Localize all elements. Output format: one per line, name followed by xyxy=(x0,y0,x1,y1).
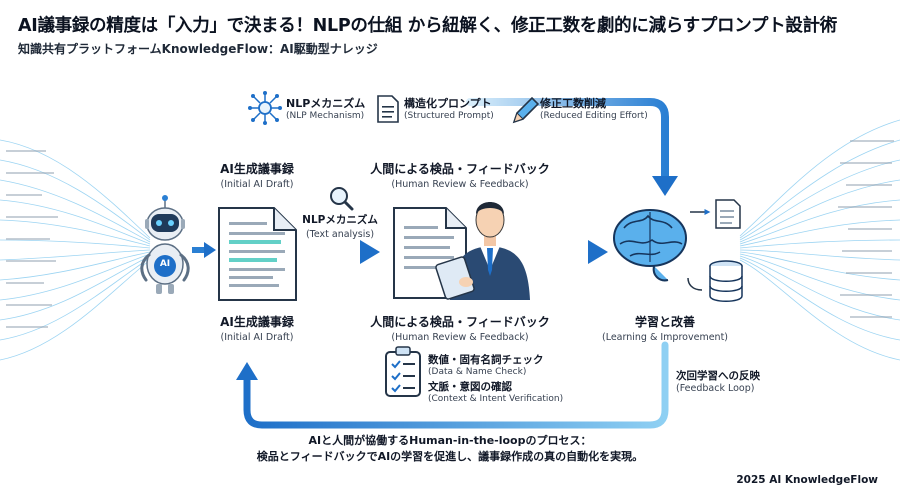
checklist-item: 数値・固有名詞チェック (Data & Name Check) xyxy=(428,352,563,377)
robot-icon xyxy=(140,195,190,294)
label-feedback-loop: 次回学習への反映 (Feedback Loop) xyxy=(676,368,760,394)
document-icon xyxy=(377,95,399,123)
label-en: (Text analysis) xyxy=(305,229,375,240)
checklist: 数値・固有名詞チェック (Data & Name Check) 文脈・意図の確認… xyxy=(428,352,563,404)
database-icon xyxy=(687,260,743,302)
legend-label-en: (NLP Mechanism) xyxy=(286,111,365,121)
footer-line-2: 検品とフィードバックでAIの学習を促進し、議事録作成の真の自動化を実現。 xyxy=(256,450,644,463)
magnifier-icon xyxy=(330,187,354,211)
checklist-label-en: (Context & Intent Verification) xyxy=(428,394,564,404)
footer-caption: AIと人間が協働するHuman-in-the-loopのプロセス： 検品とフィー… xyxy=(0,433,900,465)
brain-icon xyxy=(613,209,687,282)
feedback-loop-arrow xyxy=(243,341,669,429)
copyright: 2025 AI KnowledgeFlow xyxy=(736,474,878,486)
label-jp: 人間による検品・フィードバック xyxy=(370,162,550,176)
robot-ai-badge: AI xyxy=(159,259,171,269)
footer-line-1: AIと人間が協働するHuman-in-the-loopのプロセス： xyxy=(308,434,592,447)
output-document-icon xyxy=(690,199,741,229)
legend-reduced-editing: 修正工数削減 (Reduced Editing Effort) xyxy=(540,95,648,121)
right-text-noise xyxy=(838,140,894,318)
checklist-item: 文脈・意図の確認 (Context & Intent Verification) xyxy=(428,379,563,404)
label-jp: AI生成議事録 xyxy=(220,315,294,329)
label-review-top: 人間による検品・フィードバック (Human Review & Feedback… xyxy=(360,160,560,190)
legend-label-jp: 構造化プロンプト xyxy=(404,97,492,110)
checklist-label-jp: 数値・固有名詞チェック xyxy=(428,354,544,366)
ai-draft-document-icon xyxy=(218,207,297,301)
legend-label-jp: NLPメカニズム xyxy=(286,97,366,110)
page-title: AI議事録の精度は「入力」で決まる！NLPの仕組 から紐解く、修正工数を劇的に減… xyxy=(18,16,837,36)
label-en: (Initial AI Draft) xyxy=(220,332,294,343)
reviewer-person-icon xyxy=(435,202,530,300)
clipboard-icon xyxy=(385,346,421,397)
left-text-noise xyxy=(6,150,58,328)
label-en: (Human Review & Feedback) xyxy=(391,332,529,343)
label-jp: AI生成議事録 xyxy=(220,162,294,176)
label-draft-bottom: AI生成議事録 (Initial AI Draft) xyxy=(197,313,317,343)
label-draft-top: AI生成議事録 (Initial AI Draft) xyxy=(197,160,317,190)
legend-label-en: (Reduced Editing Effort) xyxy=(540,111,648,121)
page-subtitle: 知識共有プラットフォームKnowledgeFlow：AI駆動型ナレッジ xyxy=(18,42,378,56)
legend-nlp-mechanism: NLPメカニズム (NLP Mechanism) xyxy=(286,95,365,121)
checklist-label-en: (Data & Name Check) xyxy=(428,367,527,377)
checklist-label-jp: 文脈・意図の確認 xyxy=(428,381,512,393)
label-learning: 学習と改善 (Learning & Improvement) xyxy=(590,313,740,343)
right-data-stream xyxy=(739,119,900,361)
label-en: (Initial AI Draft) xyxy=(220,179,294,190)
label-jp: 次回学習への反映 xyxy=(676,370,760,382)
legend-label-jp: 修正工数削減 xyxy=(540,97,606,110)
label-en: (Human Review & Feedback) xyxy=(391,179,529,190)
top-arrow xyxy=(466,98,669,182)
legend-label-en: (Structured Prompt) xyxy=(404,111,494,121)
label-en: (Learning & Improvement) xyxy=(601,332,728,343)
label-nlp-mechanism: NLPメカニズム (Text analysis) xyxy=(300,212,380,240)
left-data-stream xyxy=(0,139,151,361)
feedback-loop-arrow-head xyxy=(236,362,258,380)
top-arrow-head xyxy=(652,176,678,196)
network-node-icon xyxy=(248,91,282,125)
label-jp: NLPメカニズム xyxy=(302,214,378,226)
label-review-bottom: 人間による検品・フィードバック (Human Review & Feedback… xyxy=(360,313,560,343)
pencil-icon xyxy=(512,96,540,124)
label-jp: 人間による検品・フィードバック xyxy=(370,315,550,329)
label-en: (Feedback Loop) xyxy=(676,383,755,394)
label-jp: 学習と改善 xyxy=(634,315,695,329)
legend-structured-prompt: 構造化プロンプト (Structured Prompt) xyxy=(404,95,494,121)
